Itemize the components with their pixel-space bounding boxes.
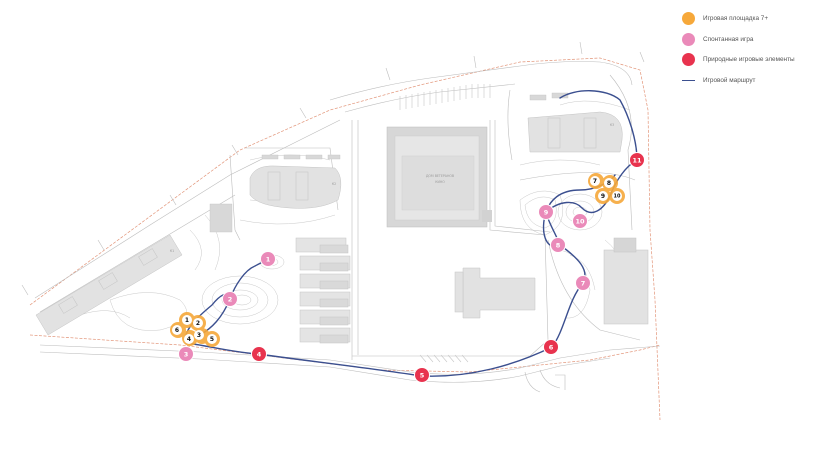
perimeter-ticks [21,41,645,296]
route-point-marker-8: 8 [550,237,566,253]
residential-building-k3 [527,111,623,153]
building-label-k3: К3 [610,123,614,127]
east-building [603,237,649,325]
marker-number: 1 [266,255,271,263]
playground-sub-marker-5: 5 [207,334,217,344]
marker-circle [251,346,267,362]
annex-building [454,267,536,319]
marker-number: 10 [575,217,585,225]
playground-sub-marker-8: 8 [604,178,614,188]
building-label-center-1: ДОМ ВЕТЕРАНОВ [426,174,454,178]
route-point-marker-5: 5 [414,367,430,383]
marker-circle [178,346,194,362]
playground-sub-marker-4: 4 [184,334,194,344]
playground-sub-marker-6: 6 [172,325,182,335]
marker-circle [598,191,608,201]
route-point-marker-6: 6 [543,339,559,355]
route-point-marker-4: 4 [251,346,267,362]
marker-number: 2 [196,320,200,327]
marker-number: 1 [185,317,189,324]
playground-sub-marker-10: 10 [612,191,622,201]
marker-circle [590,176,600,186]
marker-circle [207,334,217,344]
marker-number: 5 [420,371,425,379]
marker-number: 9 [544,208,549,216]
residential-building-k1 [35,234,183,336]
building-label-k2: К2 [332,182,336,186]
marker-number: 2 [228,295,233,303]
playground-sub-marker-1: 1 [182,315,192,325]
marker-circle [543,339,559,355]
marker-circle [414,367,430,383]
parking-stripes [399,84,491,363]
orange-dot-icon [682,12,695,25]
playground-sub-marker-3: 3 [194,330,204,340]
marker-circle [604,178,614,188]
marker-circle [612,191,622,201]
route-line-icon [682,79,695,81]
marker-number: 10 [614,193,621,199]
marker-number: 9 [601,193,605,200]
marker-circle [550,237,566,253]
site-boundary [29,57,661,421]
marker-circle [172,325,182,335]
residential-building-k2 [249,165,342,209]
legend-label: Игровая площадка 7+ [703,15,769,22]
marker-number: 11 [632,156,642,164]
legend-item-spontaneous: Спонтанная игра [682,32,812,46]
route-point-marker-1: 1 [260,251,276,267]
route-point-marker-11: 11 [629,152,645,168]
marker-number: 6 [175,327,179,334]
playground-sub-marker-9: 9 [598,191,608,201]
marker-number: 5 [210,336,214,343]
pink-dot-icon [682,32,695,46]
townhouse-block [295,237,351,344]
marker-number: 3 [197,332,201,339]
route-point-marker-10: 10 [572,213,588,229]
marker-circle [260,251,276,267]
marker-circle [184,334,194,344]
marker-number: 8 [607,180,611,187]
legend-label: Спонтанная игра [703,35,754,43]
marker-number: 3 [184,350,189,358]
marker-circle [538,204,554,220]
legend-item-nature: Природные игровые элементы [682,53,812,66]
marker-number: 6 [549,343,554,351]
building-label-k1: К1 [170,249,174,253]
marker-circle [572,213,588,229]
site-linework [34,61,661,393]
marker-number: 7 [593,178,597,185]
route-point-marker-3: 3 [178,346,194,362]
route-point-marker-2: 2 [222,291,238,307]
marker-circle [182,315,192,325]
red-dot-icon [682,53,695,66]
marker-circle [575,275,591,291]
marker-number: 4 [187,336,191,343]
marker-circle [194,330,204,340]
route-point-marker-7: 7 [575,275,591,291]
legend-label: Природные игровые элементы [703,56,795,63]
marker-circle [193,318,203,328]
playground-sub-marker-2: 2 [193,318,203,328]
marker-number: 7 [581,279,586,287]
building-label-center-2: КИНО [435,180,445,184]
small-structures [209,92,569,233]
marker-circle [222,291,238,307]
marker-number: 4 [257,350,262,358]
legend-label: Игровой маршрут [703,76,756,84]
legend-item-playground: Игровая площадка 7+ [682,12,812,25]
marker-circle [629,152,645,168]
map-legend: Игровая площадка 7+ Спонтанная игра Прир… [682,12,812,94]
playground-sub-marker-7: 7 [590,176,600,186]
marker-number: 8 [556,241,561,249]
legend-item-route: Игровой маршрут [682,74,812,87]
central-building [386,126,492,228]
route-point-marker-9: 9 [538,204,554,220]
